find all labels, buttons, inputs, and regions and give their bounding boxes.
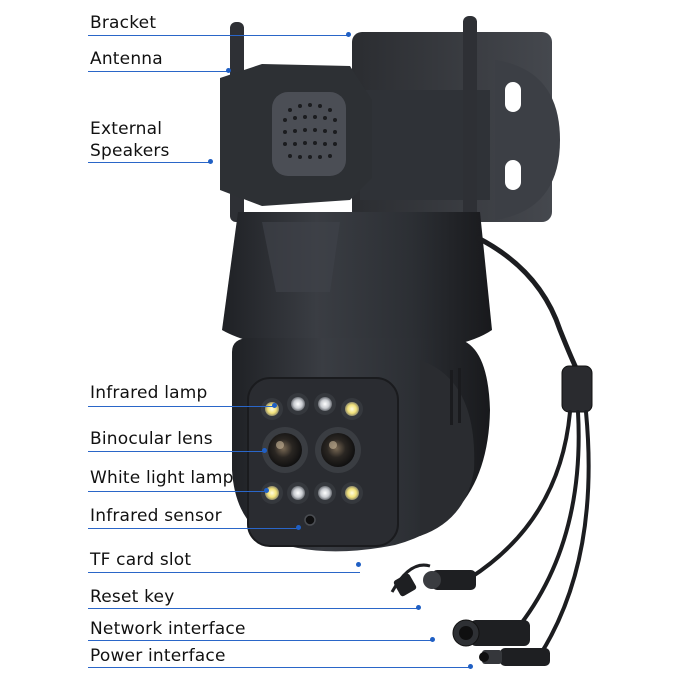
external-speakers-leader-line xyxy=(88,162,210,163)
infrared-lamp-pointer-dot xyxy=(272,403,277,408)
power-interface-connector xyxy=(479,648,550,666)
network-interface-leader-line xyxy=(88,640,432,641)
label-infrared-lamp: Infrared lamp xyxy=(90,383,208,403)
external-speaker xyxy=(220,64,372,206)
label-power-interface: Power interface xyxy=(90,646,226,666)
tf-card-slot-pointer-dot xyxy=(356,562,361,567)
power-interface-leader-line xyxy=(88,667,470,668)
bracket xyxy=(352,32,560,222)
infrared-lamp-leader-line xyxy=(88,406,274,407)
tf-card-slot-leader-line xyxy=(88,572,360,573)
bracket-pointer-dot xyxy=(346,32,351,37)
bracket-leader-line xyxy=(88,35,348,36)
reset-key-connector xyxy=(390,563,476,597)
external-speakers-pointer-dot xyxy=(208,159,213,164)
binocular-lens-pointer-dot xyxy=(262,448,267,453)
infrared-lamp-row xyxy=(261,393,363,420)
label-external-speakers: External Speakers xyxy=(90,119,170,161)
label-antenna: Antenna xyxy=(90,49,163,69)
infrared-sensor-pointer-dot xyxy=(296,525,301,530)
white-light-lamp-pointer-dot xyxy=(264,488,269,493)
binocular-lens-leader-line xyxy=(88,451,264,452)
power-interface-pointer-dot xyxy=(468,664,473,669)
label-bracket: Bracket xyxy=(90,13,157,33)
camera-body-upper xyxy=(222,212,492,355)
antenna-leader-line xyxy=(88,71,228,72)
speaker-grille xyxy=(283,103,337,159)
reset-key-pointer-dot xyxy=(416,605,421,610)
label-tf-card-slot: TF card slot xyxy=(90,550,192,570)
white-light-lamp-row xyxy=(261,482,363,504)
reset-key-leader-line xyxy=(88,608,418,609)
label-binocular-lens: Binocular lens xyxy=(90,429,213,449)
label-white-light-lamp: White light lamp xyxy=(90,468,234,488)
infrared-sensor xyxy=(304,514,316,526)
label-network-interface: Network interface xyxy=(90,619,246,639)
antenna-pointer-dot xyxy=(226,68,231,73)
cable-bundle xyxy=(468,235,593,657)
network-interface-pointer-dot xyxy=(430,637,435,642)
label-reset-key: Reset key xyxy=(90,587,175,607)
infrared-sensor-leader-line xyxy=(88,528,298,529)
network-interface-connector xyxy=(452,619,530,647)
white-light-lamp-leader-line xyxy=(88,491,266,492)
label-infrared-sensor: Infrared sensor xyxy=(90,506,222,526)
binocular-lens xyxy=(262,427,361,473)
